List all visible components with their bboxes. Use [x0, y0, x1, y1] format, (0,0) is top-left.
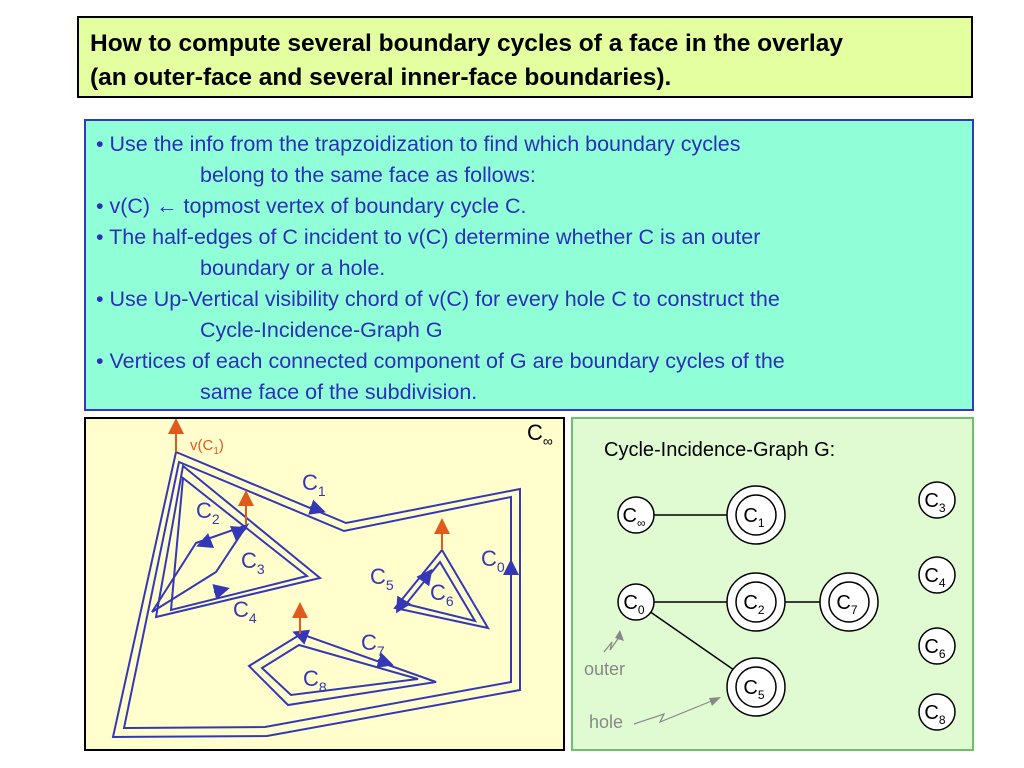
node-c3 [918, 481, 956, 519]
node-c6 [918, 627, 956, 665]
c2-direction-arrow [196, 533, 215, 548]
c0-label: C0 [481, 546, 505, 575]
node-c5-label: C5 [743, 677, 764, 702]
hole-label: hole [589, 712, 623, 732]
node-c0-label: C0 [623, 592, 644, 617]
node-c8-label: C8 [924, 702, 945, 727]
graph-title: Cycle-Incidence-Graph G: [604, 439, 835, 461]
node-c-inf [617, 496, 655, 534]
bullet-4-line-1: • Use Up-Vertical visibility chord of v(… [96, 287, 780, 311]
c8-label: C8 [303, 666, 327, 695]
c3-direction-arrow [229, 526, 248, 541]
c7-c8-outer-line [247, 632, 437, 707]
c1-label: C1 [302, 470, 326, 499]
c5-direction-arrow [395, 595, 412, 614]
c4-direction-arrow [212, 584, 230, 600]
c4-label: C4 [233, 597, 257, 626]
hole-pointer-line [633, 699, 715, 725]
c7-direction-arrow [292, 629, 311, 645]
node-c2-label: C2 [743, 592, 764, 617]
outer-pointer-line [603, 635, 621, 653]
vc1-label: v(C1) [190, 437, 224, 457]
bullet-5-line-2: same face of the subdivision. [200, 380, 478, 404]
c1-direction-arrow [308, 499, 326, 515]
c-inf-label: C∞ [527, 420, 553, 449]
node-c7-label: C7 [836, 592, 857, 617]
title-line-1: How to compute several boundary cycles o… [90, 30, 843, 57]
hole-pointer-head [709, 697, 721, 706]
bullet-4-line-2: Cycle-Incidence-Graph G [200, 318, 443, 342]
bullet-1-line-1: • Use the info from the trapzoidization … [96, 132, 741, 156]
c6-direction-arrow [416, 568, 433, 587]
bullet-1-line-2: belong to the same face as follows: [200, 163, 536, 187]
c6-label: C6 [430, 580, 454, 609]
bullet-2-line-1: • v(C) ← topmost vertex of boundary cycl… [96, 194, 527, 218]
c5-label: C5 [370, 564, 394, 593]
outer-pointer-head [615, 630, 624, 641]
subdivision-diagram: C∞ v(C1) C1 C2 C3 C4 C5 C6 C0 C7 C8 [111, 419, 553, 739]
c7-label: C7 [361, 630, 385, 659]
bullet-list: • Use the info from the trapzoidization … [84, 119, 974, 411]
node-c6-label: C6 [924, 636, 945, 661]
node-c-inf-label: C∞ [622, 505, 645, 530]
node-c3-label: C3 [924, 490, 945, 515]
cycle-incidence-graph-panel: Cycle-Incidence-Graph G: [571, 417, 974, 751]
subdivision-diagram-panel: C∞ v(C1) C1 C2 C3 C4 C5 C6 C0 C7 C8 [84, 417, 565, 751]
outer-boundary-line [111, 450, 521, 739]
title-box: How to compute several boundary cycles o… [77, 16, 973, 98]
c8-direction-arrow [376, 652, 394, 668]
outer-label: outer [584, 659, 625, 679]
bullet-3-line-1: • The half-edges of C incident to v(C) d… [96, 225, 761, 249]
bullet-5-line-1: • Vertices of each connected component o… [96, 349, 785, 373]
node-c0 [617, 583, 655, 621]
edge-c0-c5 [648, 610, 735, 671]
c3-label: C3 [241, 548, 265, 577]
node-c4-label: C4 [924, 565, 945, 590]
node-c1-label: C1 [743, 505, 764, 530]
cycle-incidence-graph: Cycle-Incidence-Graph G: [584, 439, 956, 732]
node-c8 [918, 693, 956, 731]
node-c4 [918, 556, 956, 594]
c1-hole-line [154, 464, 323, 619]
c2-label: C2 [196, 498, 220, 527]
outer-boundary-inner-line [122, 460, 512, 730]
title-line-2: (an outer-face and several inner-face bo… [90, 64, 672, 91]
bullet-3-line-2: boundary or a hole. [200, 256, 386, 280]
